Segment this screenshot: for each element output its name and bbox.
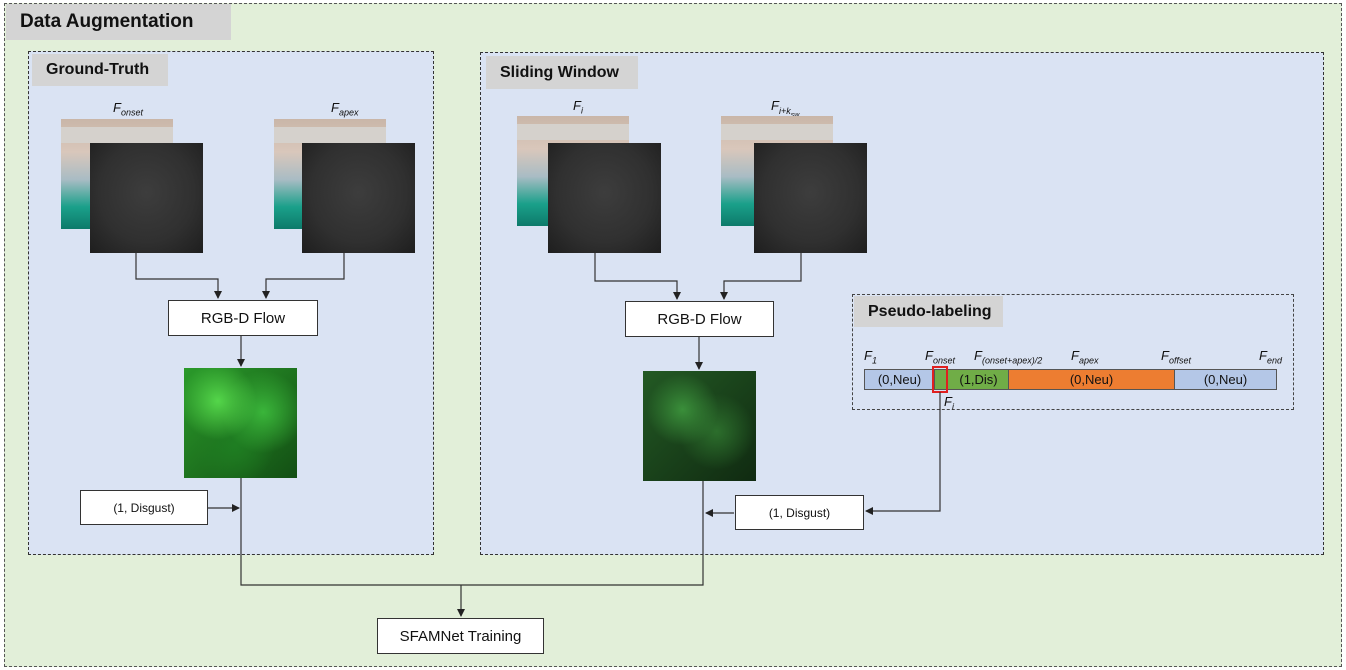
sfamnet-training-box: SFAMNet Training bbox=[377, 618, 544, 654]
data-augmentation-title: Data Augmentation bbox=[6, 4, 231, 40]
ground-truth-title: Ground-Truth bbox=[32, 54, 168, 86]
onset-depth-image bbox=[90, 143, 203, 253]
frame-i-depth-image bbox=[548, 143, 661, 253]
marker-fend: Fend bbox=[1259, 348, 1282, 366]
sliding-window-title: Sliding Window bbox=[486, 56, 638, 89]
frame-i-label: Fi bbox=[573, 98, 583, 116]
gt-label-box: (1, Disgust) bbox=[80, 490, 208, 525]
gt-rgbd-flow-box: RGB-D Flow bbox=[168, 300, 318, 336]
marker-foffset: Foffset bbox=[1161, 348, 1191, 366]
sw-rgbd-flow-box: RGB-D Flow bbox=[625, 301, 774, 337]
segment-disgust: (1,Dis) bbox=[934, 369, 1009, 390]
sw-flow-image bbox=[643, 371, 756, 481]
gt-flow-image bbox=[184, 368, 297, 478]
marker-fapex: Fapex bbox=[1071, 348, 1099, 366]
marker-f1: F1 bbox=[864, 348, 877, 366]
marker-fonset: Fonset bbox=[925, 348, 955, 366]
frame-i-plus-k-label: Fi+ksw bbox=[771, 98, 800, 119]
segment-neutral-end: (0,Neu) bbox=[1174, 369, 1277, 390]
sw-label-box: (1, Disgust) bbox=[735, 495, 864, 530]
marker-fmid: F(onset+apex)/2 bbox=[974, 348, 1043, 366]
frame-i-plus-k-depth-image bbox=[754, 143, 867, 253]
segment-neutral-apex: (0,Neu) bbox=[1008, 369, 1175, 390]
pseudo-labeling-title: Pseudo-labeling bbox=[854, 296, 1003, 327]
marker-fi: Fi bbox=[944, 394, 954, 412]
frame-onset-label: Fonset bbox=[113, 100, 143, 118]
segment-neutral-start: (0,Neu) bbox=[864, 369, 935, 390]
apex-depth-image bbox=[302, 143, 415, 253]
frame-apex-label: Fapex bbox=[331, 100, 359, 118]
